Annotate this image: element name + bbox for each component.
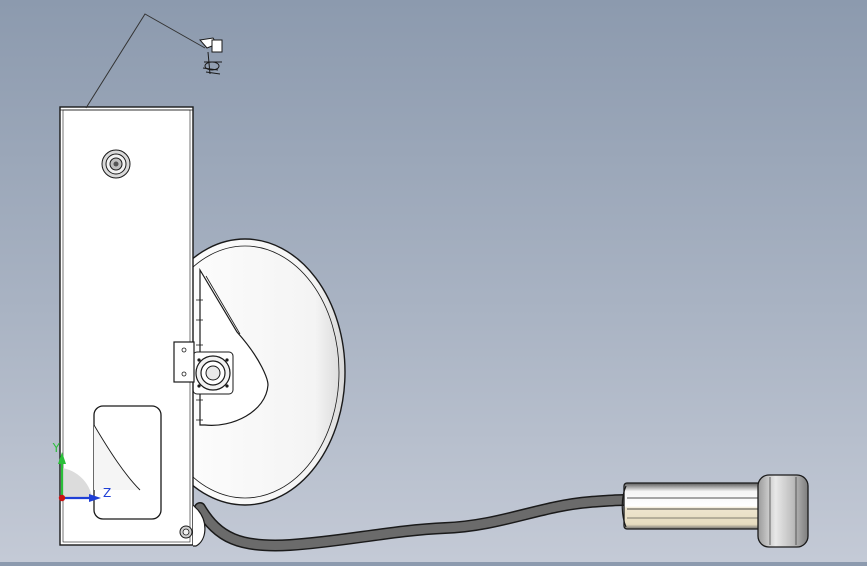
lanyard-wire (85, 13, 223, 109)
latch-bracket (173, 341, 195, 383)
hose (194, 494, 630, 552)
mounting-screw (101, 149, 131, 179)
nozzle-handle (621, 474, 809, 548)
flange-notches (196, 299, 203, 421)
y-axis-label: Y (52, 441, 61, 455)
side-plate (59, 106, 206, 547)
reel-hub (192, 351, 234, 395)
z-axis-label: Z (103, 486, 111, 500)
coordinate-triad: Y Z (52, 441, 111, 502)
corner-rivet (179, 525, 193, 539)
